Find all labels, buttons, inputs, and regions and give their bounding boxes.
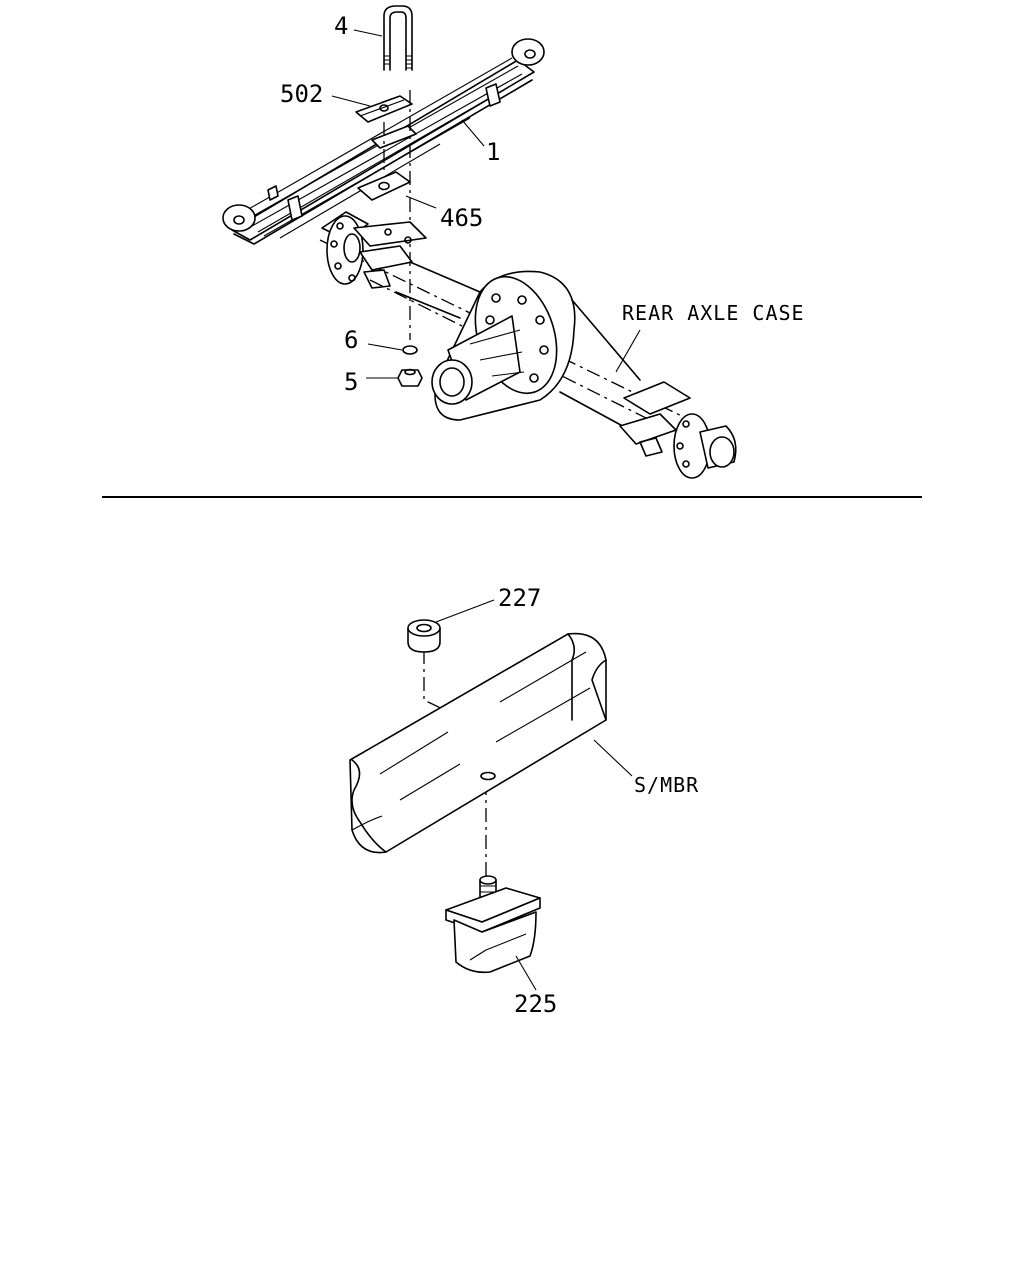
nut (397, 368, 423, 387)
u-bolt (383, 5, 413, 71)
label-side-member: S/MBR (634, 773, 699, 797)
label-spring: 1 (486, 138, 500, 166)
label-nut: 5 (344, 368, 358, 396)
label-bumper: 225 (514, 990, 557, 1018)
spring-pad (357, 171, 411, 201)
side-member (349, 632, 607, 854)
bump-stopper (445, 875, 541, 974)
leaf-spring (222, 38, 545, 245)
label-bush: 227 (498, 584, 541, 612)
label-axle-case: REAR AXLE CASE (622, 301, 805, 325)
leader-lines-upper (331, 29, 641, 379)
label-washer: 6 (344, 326, 358, 354)
leader-lines-lower (435, 599, 633, 991)
bush (407, 619, 441, 653)
rear-axle-case (321, 211, 737, 479)
label-plate: 502 (280, 80, 323, 108)
label-pad: 465 (440, 204, 483, 232)
spring-plate (355, 95, 417, 149)
label-ubolt: 4 (334, 12, 348, 40)
washer (402, 345, 418, 355)
